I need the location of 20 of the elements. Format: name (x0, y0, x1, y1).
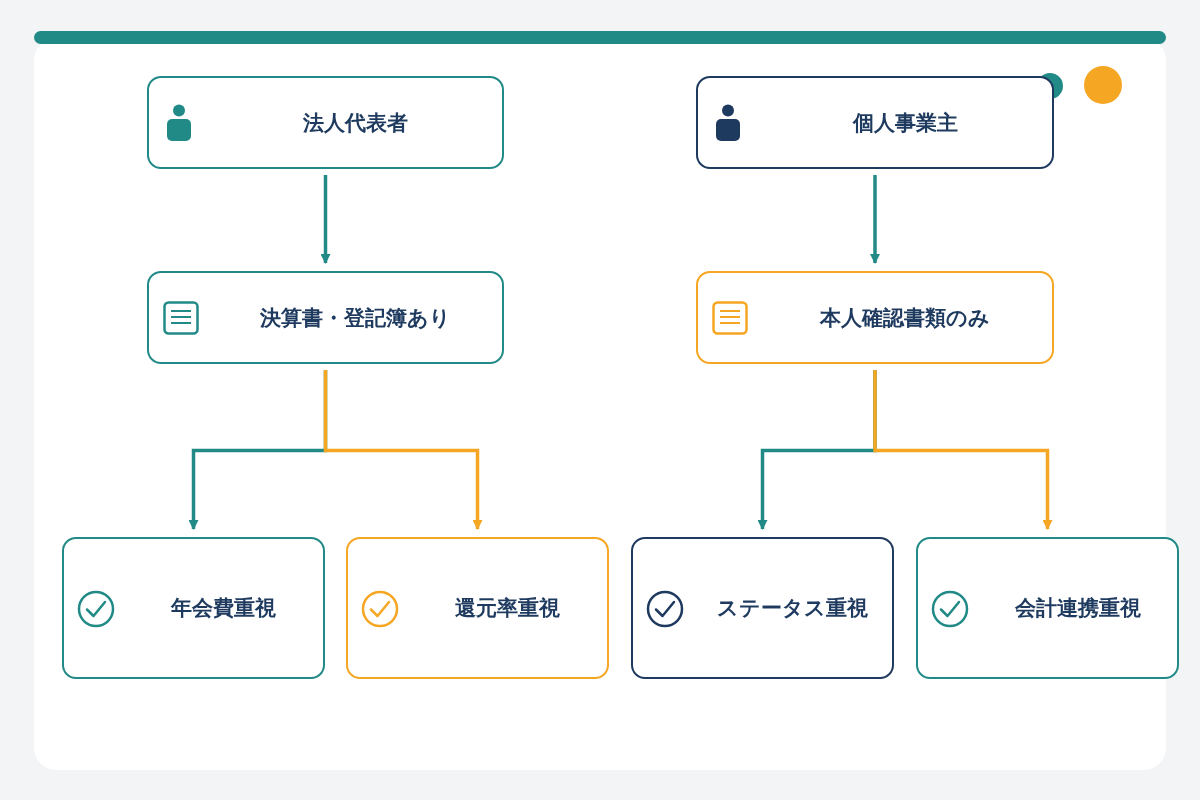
process-box (916, 537, 1179, 679)
node-label: 本人確認書類のみ (818, 304, 991, 332)
node-label: 年会費重視 (170, 595, 277, 622)
node-label: 還元率重視 (454, 595, 561, 622)
process-box (346, 537, 609, 679)
process-box (62, 537, 325, 679)
arrow (320, 175, 331, 264)
node-label: 決算書・登記簿あり (259, 304, 452, 332)
arrow (870, 175, 880, 264)
process-box (696, 271, 1054, 364)
arrow (323, 370, 483, 530)
node-label: 個人事業主 (851, 109, 959, 137)
process-box (696, 76, 1054, 169)
process-box (147, 76, 504, 169)
node-label: 会計連携重視 (1013, 595, 1142, 622)
process-box (631, 537, 894, 679)
node-label: 法人代表者 (302, 109, 409, 137)
node-label: ステータス重視 (716, 595, 869, 622)
process-box (147, 271, 504, 364)
arrow (873, 370, 1053, 530)
